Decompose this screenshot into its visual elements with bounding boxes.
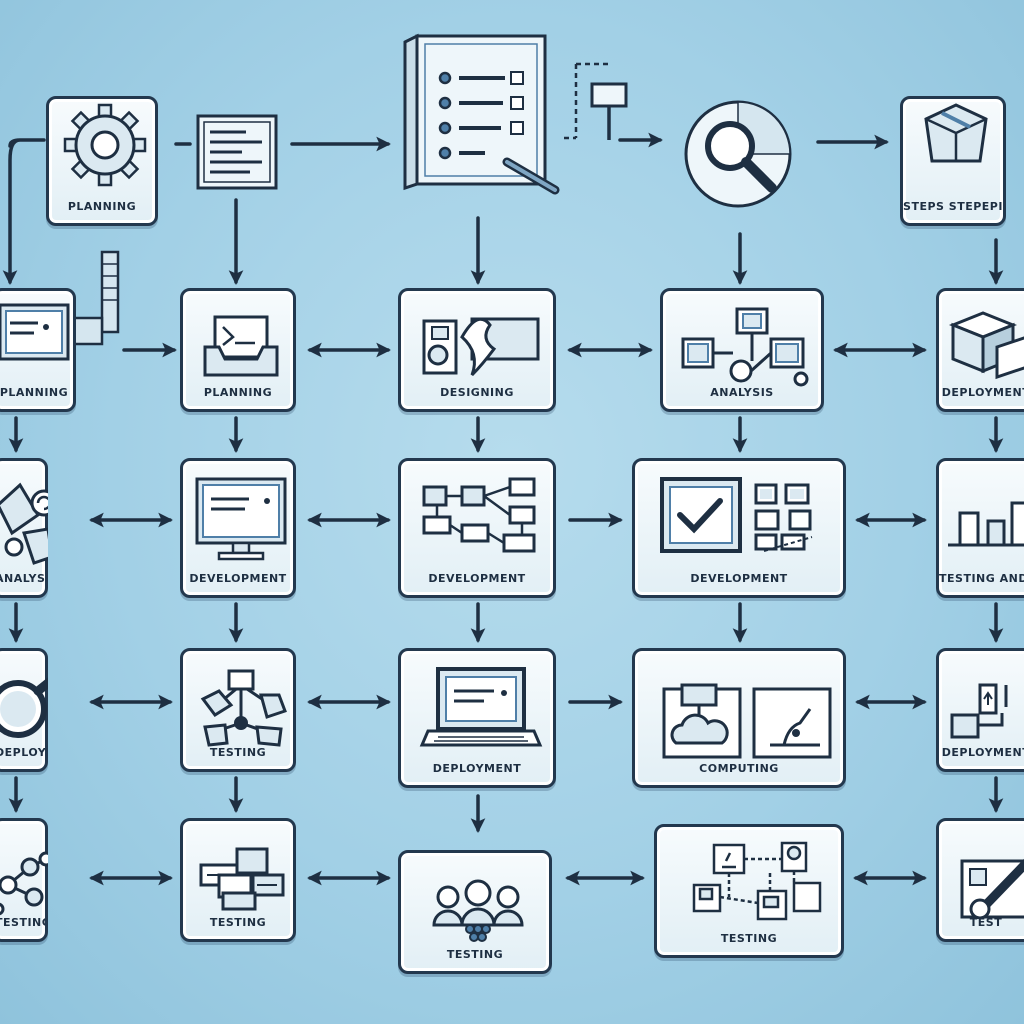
- laptop-icon: [419, 667, 543, 747]
- node-label: ANALYSIS: [710, 387, 774, 399]
- process-node-r1c2: DESIGNING: [398, 288, 556, 412]
- node-label: TESTING: [0, 917, 45, 929]
- checkmark-icon: [660, 477, 813, 553]
- node-label: PLANNING: [0, 387, 69, 399]
- node-label: PLANNING: [203, 387, 273, 399]
- blueprint-icon: [422, 317, 540, 377]
- process-node-r3c1: TESTING: [180, 648, 296, 772]
- gear-icon: [63, 103, 147, 187]
- nodes-icon: [200, 669, 287, 747]
- stack-icon: [199, 847, 285, 911]
- process-node-r3c4: DEPLOYMENT: [936, 648, 1024, 772]
- process-node-r4c1: TESTING: [180, 818, 296, 942]
- process-node-r3c2: DEPLOYMENT: [398, 648, 556, 788]
- node-label: TESTING: [720, 933, 778, 945]
- process-node-r4c4: TEST: [936, 818, 1024, 942]
- bar-chart-icon: [948, 501, 1024, 547]
- process-node-r1c1: PLANNING: [180, 288, 296, 412]
- document-icon: [196, 114, 278, 190]
- people-icon: [432, 879, 524, 942]
- process-node-r2c3: DEVELOPMENT: [632, 458, 846, 598]
- monitor-icon: [0, 303, 70, 361]
- process-node-r2c0: ANALYSING: [0, 458, 48, 598]
- molecule-icon: [0, 851, 48, 916]
- node-label: TEST: [969, 917, 1003, 929]
- node-label: COMPUTING: [699, 763, 779, 775]
- process-node-r0c0: PLANNING: [46, 96, 158, 226]
- process-node-r1c4: DEPLOYMENT: [936, 288, 1024, 412]
- node-label: ANALYSING: [0, 573, 45, 585]
- package-icon: [924, 103, 988, 163]
- node-label: DEPLOYMENT: [432, 763, 522, 775]
- process-node-r1c3: ANALYSIS: [660, 288, 824, 412]
- flowchart-icon: [422, 477, 536, 553]
- process-node-r3c3: COMPUTING: [632, 648, 846, 788]
- node-label: DEPLOYMENT: [941, 387, 1024, 399]
- pipe-icon: [68, 250, 120, 346]
- process-node-r3c0: DEPLOYMENT: [0, 648, 48, 772]
- node-label: TESTING: [209, 747, 267, 759]
- connector-icon: [564, 62, 628, 140]
- search-icon: [684, 100, 792, 208]
- node-label: DEVELOPMENT: [690, 573, 788, 585]
- node-label: DEVELOPMENT: [428, 573, 526, 585]
- node-label: TESTING AND DEPLOYMENT: [939, 573, 1024, 585]
- shapes-icon: [0, 482, 48, 565]
- process-node-r2c2: DEVELOPMENT: [398, 458, 556, 598]
- inbox-icon: [203, 315, 279, 377]
- process-node-r1c0: PLANNING: [0, 288, 76, 412]
- node-label: DEVELOPMENT: [189, 573, 287, 585]
- link-planning-down: [10, 138, 46, 282]
- node-label: DEPLOYMENT: [941, 747, 1024, 759]
- node-label: TESTING: [209, 917, 267, 929]
- wrench-icon: [960, 858, 1024, 919]
- process-node-r4c3: TESTING: [654, 824, 844, 958]
- process-node-r2c1: DEVELOPMENT: [180, 458, 296, 598]
- node-label: STEPS STEPEPI: [903, 201, 1003, 213]
- desktop-icon: [195, 477, 287, 561]
- process-node-r4c0: TESTING: [0, 818, 48, 942]
- network-icon: [681, 307, 809, 387]
- checklist-icon: [403, 33, 560, 195]
- diagram-icon: [950, 683, 1008, 739]
- process-node-r4c2: TESTING: [398, 850, 552, 974]
- workflow-icon: [692, 841, 822, 921]
- node-label: PLANNING: [67, 201, 137, 213]
- node-label: TESTING: [446, 949, 504, 961]
- process-node-r2c4: TESTING AND DEPLOYMENT: [936, 458, 1024, 598]
- process-node-r0c4: STEPS STEPEPI: [900, 96, 1006, 226]
- node-label: DESIGNING: [440, 387, 514, 399]
- boxes-icon: [948, 311, 1024, 380]
- cloud-icon: [662, 683, 832, 759]
- magnifier-icon: [0, 677, 48, 738]
- node-label: DEPLOYMENT: [0, 747, 45, 759]
